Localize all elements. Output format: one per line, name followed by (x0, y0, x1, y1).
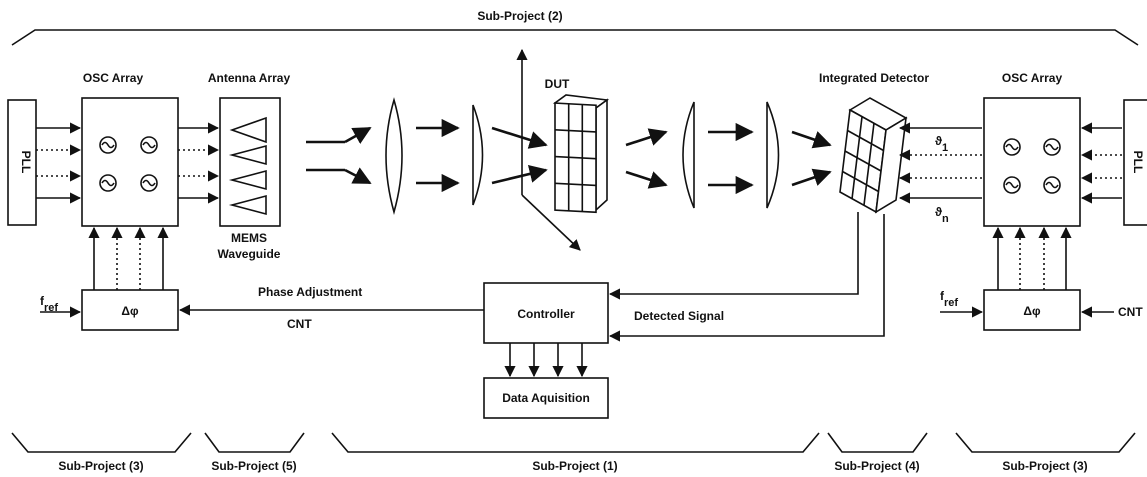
phase-adjustment-label: Phase Adjustment (258, 285, 362, 299)
oscillator-icon (1003, 176, 1021, 194)
dut-axes (516, 48, 581, 251)
dut-block (552, 94, 610, 214)
right-cnt-label: CNT (1118, 305, 1143, 319)
oscillator-icon (1043, 138, 1061, 156)
left-fref-label: fref (40, 294, 58, 314)
right-osc-array-block (983, 97, 1081, 227)
left-osc-title: OSC Array (83, 71, 144, 85)
oscillator-icon (99, 174, 117, 192)
top-subproject-label: Sub-Project (2) (477, 9, 562, 23)
horn-antenna-icon (229, 116, 267, 144)
horn-antenna-icon (228, 169, 267, 191)
left-phase-to-osc-lines (88, 226, 169, 290)
right-fref-label: fref (940, 289, 958, 309)
left-pll-block (7, 99, 37, 226)
mems-label-line1: MEMS (231, 231, 267, 245)
integrated-detector-block (839, 97, 908, 214)
subproject-1-label: Sub-Project (1) (532, 459, 617, 473)
left-pll-to-osc-lines (36, 122, 82, 204)
right-phase-shifter-label: Δφ (1023, 304, 1041, 318)
lens-4-planoconvex (766, 101, 780, 209)
oscillator-icon (140, 174, 158, 192)
mems-label-line2: Waveguide (218, 247, 281, 261)
oscillator-icon (140, 136, 158, 154)
subproject-3-right-label: Sub-Project (3) (1002, 459, 1087, 473)
antenna-array-title: Antenna Array (208, 71, 291, 85)
controller-label: Controller (517, 307, 575, 321)
lens-3-planoconvex (682, 101, 695, 209)
horn-antenna-icon (228, 144, 267, 166)
cnt-label: CNT (287, 317, 312, 331)
bottom-braces (11, 432, 1136, 453)
theta-n-label: ϑn (935, 205, 949, 225)
left-phase-shifter-block (81, 289, 179, 331)
data-acquisition-label: Data Aquisition (502, 391, 590, 405)
subproject-4-label: Sub-Project (4) (834, 459, 919, 473)
right-osc-to-detector-lines (898, 122, 982, 204)
right-pll-block (1123, 99, 1147, 226)
left-osc-array-block (81, 97, 179, 227)
beams-lens3-to-lens4 (708, 122, 754, 195)
dut-label: DUT (545, 77, 570, 91)
antenna-array-block (219, 97, 281, 227)
detector-title: Integrated Detector (819, 71, 929, 85)
detector-to-controller-lines (608, 212, 885, 342)
right-pll-to-osc-lines (1080, 122, 1122, 204)
beams-to-detector (791, 130, 832, 187)
subproject-5-label: Sub-Project (5) (211, 459, 296, 473)
top-brace (11, 29, 1139, 46)
detected-signal-label: Detected Signal (634, 309, 724, 323)
right-phase-to-osc-lines (992, 226, 1072, 290)
left-oscillator-symbols (99, 136, 158, 192)
oscillator-icon (99, 136, 117, 154)
antenna-output-beams (306, 126, 372, 185)
subproject-3-left-label: Sub-Project (3) (58, 459, 143, 473)
right-pll-label: PLL (1131, 151, 1145, 174)
lens-2-planoconvex (472, 104, 484, 206)
theta-1-label: ϑ1 (935, 134, 948, 154)
controller-to-daq-lines (504, 343, 588, 378)
oscillator-icon (1043, 176, 1061, 194)
beams-lens1-to-lens2 (416, 118, 460, 193)
beams-from-dut (625, 128, 668, 189)
left-pll-label: PLL (19, 151, 33, 174)
right-phase-shifter-block (983, 289, 1081, 331)
left-phase-shifter-label: Δφ (121, 304, 139, 318)
horn-antenna-icon (228, 194, 267, 216)
right-oscillator-symbols (1003, 138, 1061, 194)
beams-to-dut (491, 126, 548, 185)
left-osc-to-antenna-lines (178, 122, 220, 204)
antenna-horn-icons (228, 116, 267, 216)
controller-block (483, 282, 609, 344)
right-osc-title: OSC Array (1002, 71, 1063, 85)
lens-1-biconvex (385, 97, 403, 215)
oscillator-icon (1003, 138, 1021, 156)
data-acquisition-block (483, 377, 609, 419)
